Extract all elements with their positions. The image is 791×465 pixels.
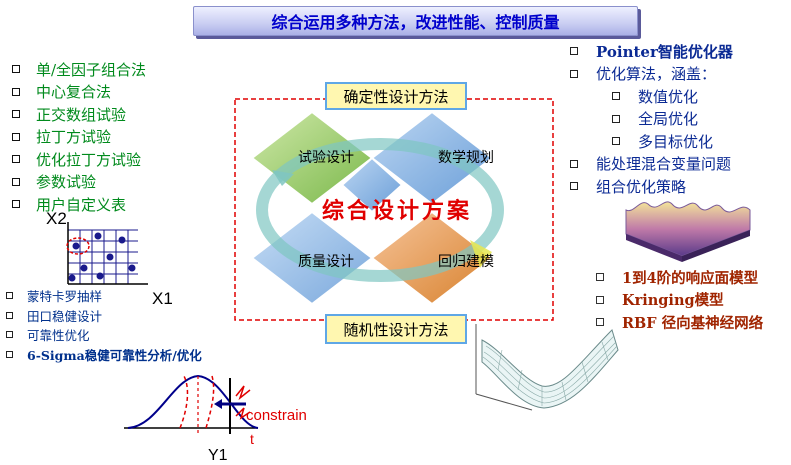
list-item: 参数试验 (12, 171, 146, 194)
title-banner: 综合运用多种方法，改进性能、控制质量 (193, 6, 638, 36)
quadrant-label-0: 试验设计 (298, 150, 354, 166)
list-item: 用户自定义表 (12, 193, 146, 216)
stochastic-method-label: 随机性设计方法 (325, 314, 467, 344)
constraint-label: constrain (246, 407, 307, 424)
checkbox-bullet-icon (596, 318, 604, 327)
checkbox-bullet-icon (12, 177, 20, 186)
checkbox-bullet-icon (570, 182, 578, 191)
axis-label-x1: X1 (152, 289, 173, 308)
list-item: Pointer智能优化器 (570, 40, 733, 63)
page-title: 综合运用多种方法，改进性能、控制质量 (271, 13, 560, 32)
checkbox-bullet-icon (12, 132, 20, 141)
checkbox-bullet-icon (570, 159, 578, 168)
list-item: 6-Sigma稳健可靠性分析/优化 (6, 345, 202, 365)
y1-label: Y1 (208, 447, 228, 464)
quadrant-label-1: 数学规划 (438, 150, 494, 166)
checkbox-bullet-icon (12, 200, 20, 209)
checkbox-bullet-icon (12, 110, 20, 119)
optimizer-feature-list: Pointer智能优化器 优化算法，涵盖： 数值优化 全局优化 多目标优化 能处… (570, 40, 733, 198)
list-item: 数值优化 (570, 85, 733, 108)
checkbox-bullet-icon (596, 295, 604, 304)
checkbox-bullet-icon (12, 65, 20, 74)
list-item: 拉丁方试验 (12, 126, 146, 149)
reliability-method-list: 蒙特卡罗抽样 田口稳健设计 可靠性优化 6-Sigma稳健可靠性分析/优化 (6, 286, 202, 364)
list-item: 组合优化策略 (570, 175, 733, 198)
checkbox-bullet-icon (596, 273, 604, 282)
doe-method-list: 单/全因子组合法 中心复合法 正交数组试验 拉丁方试验 优化拉丁方试验 参数试验… (12, 58, 146, 216)
list-item: 多目标优化 (570, 130, 733, 153)
quadrant-label-3: 回归建模 (438, 253, 494, 270)
surrogate-model-list: 1到4阶的响应面模型 Kringing模型 RBF 径向基神经网络 (596, 266, 763, 334)
list-item: RBF 径向基神经网络 (596, 311, 763, 334)
list-item: Kringing模型 (596, 289, 763, 312)
list-item: 全局优化 (570, 108, 733, 131)
checkbox-bullet-icon (6, 292, 13, 300)
list-item: 单/全因子组合法 (12, 58, 146, 81)
list-item: 中心复合法 (12, 81, 146, 104)
checkbox-bullet-icon (612, 114, 620, 123)
checkbox-bullet-icon (612, 92, 620, 101)
multimodal-surface-image (625, 201, 751, 262)
list-item: 优化算法，涵盖： (570, 63, 733, 86)
doe-grid-plot: X2 X1 (46, 212, 173, 308)
axis-label-x2: X2 (46, 212, 67, 228)
quadrant-label-2: 质量设计 (298, 254, 354, 270)
response-surface-mesh-image (475, 324, 619, 411)
t-label: t (250, 431, 254, 447)
checkbox-bullet-icon (612, 137, 620, 146)
deterministic-method-label: 确定性设计方法 (325, 82, 467, 110)
checkbox-bullet-icon (6, 311, 13, 319)
checkbox-bullet-icon (570, 69, 578, 78)
list-item: 正交数组试验 (12, 103, 146, 126)
center-title: 综合设计方案 (322, 198, 472, 224)
center-diagram: 试验设计 数学规划 质量设计 回归建模 综合设计方案 (234, 98, 554, 321)
checkbox-bullet-icon (6, 350, 13, 358)
list-item: 优化拉丁方试验 (12, 148, 146, 171)
checkbox-bullet-icon (12, 87, 20, 96)
list-item: 可靠性优化 (6, 325, 202, 345)
checkbox-bullet-icon (570, 47, 578, 56)
checkbox-bullet-icon (6, 331, 13, 339)
list-item: 田口稳健设计 (6, 306, 202, 326)
checkbox-bullet-icon (12, 155, 20, 164)
distribution-plot: constrain t Y1 (124, 374, 307, 464)
list-item: 1到4阶的响应面模型 (596, 266, 763, 289)
list-item: 蒙特卡罗抽样 (6, 286, 202, 306)
list-item: 能处理混合变量问题 (570, 153, 733, 176)
